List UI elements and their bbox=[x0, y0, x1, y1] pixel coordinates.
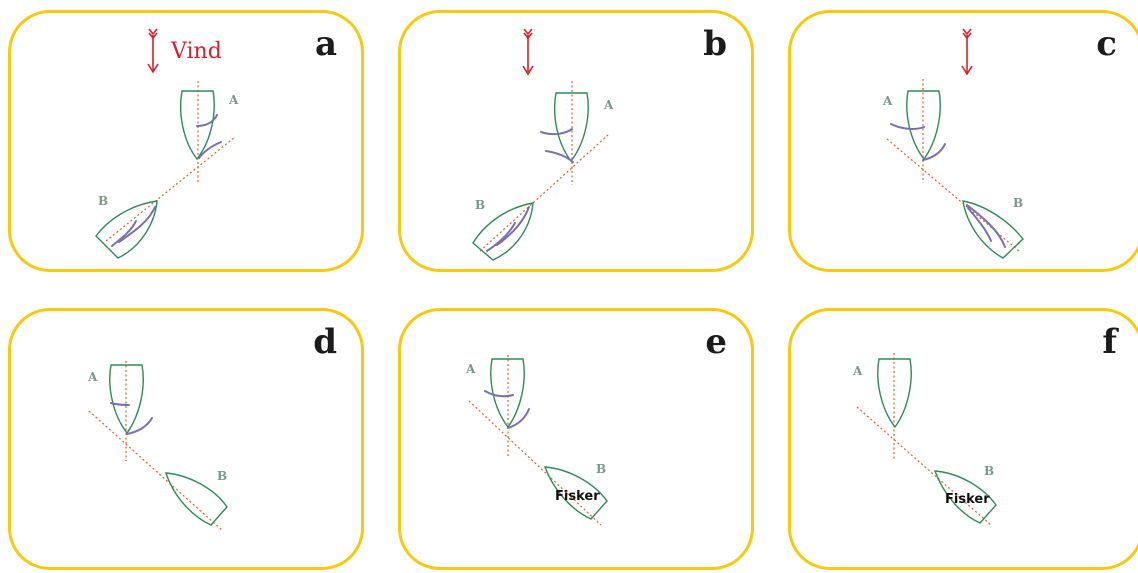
boat-b-label: B bbox=[98, 194, 109, 208]
boat-b-sail-2 bbox=[966, 204, 1006, 248]
panel-d: A B d bbox=[8, 308, 364, 570]
fishing-label: Fisker bbox=[945, 492, 990, 507]
boat-b-axis bbox=[856, 406, 992, 526]
boat-b-sail bbox=[967, 207, 992, 242]
boat-a-sail bbox=[110, 402, 130, 406]
fishing-label: Fisker bbox=[555, 489, 600, 504]
panel-f-drawing bbox=[856, 353, 997, 526]
boat-b-sail-2 bbox=[496, 206, 530, 246]
wind-arrow bbox=[147, 28, 159, 74]
boat-b-axis bbox=[88, 410, 224, 532]
panel-f: A B Fisker f bbox=[788, 308, 1138, 570]
boat-a-label: A bbox=[604, 98, 614, 112]
boat-a-sail bbox=[890, 123, 925, 130]
boat-a-sail-2 bbox=[922, 143, 946, 161]
boat-a-hull bbox=[179, 90, 215, 161]
boat-a-label: A bbox=[88, 370, 98, 384]
boat-a-sail bbox=[196, 114, 218, 127]
boat-b-label: B bbox=[596, 462, 607, 476]
boat-a-sail-2 bbox=[126, 417, 153, 435]
boat-a-sail bbox=[484, 390, 514, 398]
boat-a-sail-2 bbox=[507, 408, 530, 429]
boat-b-hull bbox=[165, 472, 228, 526]
panel-b-drawing bbox=[472, 28, 609, 261]
boat-b-hull bbox=[543, 466, 608, 520]
wind-arrow bbox=[522, 28, 534, 76]
boat-b-axis bbox=[105, 136, 236, 242]
boat-b-hull bbox=[933, 470, 997, 524]
boat-b-axis bbox=[468, 400, 602, 526]
boat-b-sail-2 bbox=[118, 206, 156, 243]
panel-letter: f bbox=[1102, 322, 1117, 362]
panel-letter: e bbox=[705, 322, 727, 362]
boat-b-label: B bbox=[475, 198, 486, 212]
boat-b-axis bbox=[479, 134, 609, 252]
panel-b: A B b bbox=[398, 10, 754, 272]
panel-letter: b bbox=[703, 24, 727, 64]
boat-b-sail bbox=[486, 222, 516, 252]
boat-b-hull bbox=[95, 200, 158, 259]
boat-a-label: A bbox=[853, 364, 863, 378]
boat-b-label: B bbox=[217, 469, 228, 483]
boat-b-sail bbox=[111, 220, 137, 247]
boat-b-label: B bbox=[984, 464, 995, 478]
boat-a-sail bbox=[540, 128, 573, 136]
panel-letter: a bbox=[314, 24, 337, 64]
boat-b-hull bbox=[472, 202, 534, 261]
boat-a-hull bbox=[877, 358, 912, 429]
wind-arrow bbox=[961, 28, 973, 76]
panel-a: Vind A B a bbox=[8, 10, 364, 272]
boat-a-label: A bbox=[466, 362, 476, 376]
boat-a-label: A bbox=[229, 93, 239, 107]
boat-a-hull bbox=[109, 364, 144, 435]
boat-a-sail-2 bbox=[545, 150, 574, 163]
panel-c: A B c bbox=[788, 10, 1138, 272]
boat-a-label: A bbox=[883, 94, 893, 108]
boat-b-label: B bbox=[1013, 196, 1024, 210]
panel-c-drawing bbox=[886, 28, 1024, 259]
panel-letter: d bbox=[313, 322, 337, 362]
boat-a-sail-2 bbox=[198, 141, 222, 159]
panel-e: A B Fisker e bbox=[398, 308, 754, 570]
panel-a-drawing bbox=[95, 28, 236, 259]
panel-letter: c bbox=[1096, 24, 1117, 64]
panel-d-drawing bbox=[88, 361, 228, 532]
boat-b-hull bbox=[962, 200, 1024, 259]
wind-label: Vind bbox=[171, 39, 222, 64]
panel-e-drawing bbox=[468, 355, 608, 526]
